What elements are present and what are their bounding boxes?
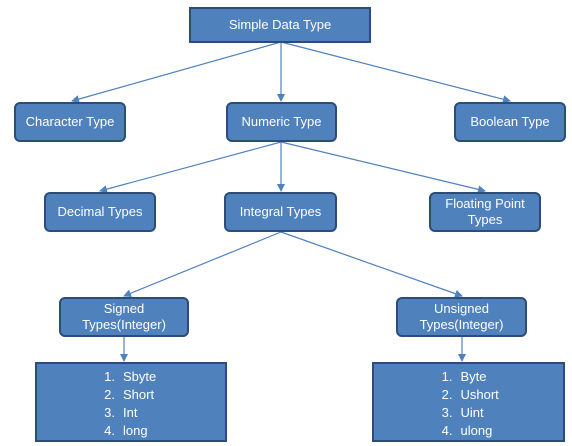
unsigned-types-list: 1. Byte 2. Ushort 3. Uint 4. ulong <box>372 362 565 442</box>
node-signed-types: Signed Types(Integer) <box>59 297 189 337</box>
list-item-number: 3. <box>441 405 453 420</box>
node-label: Simple Data Type <box>228 17 332 32</box>
node-boolean-type: Boolean Type <box>454 102 566 142</box>
connector-root-to-character <box>71 41 282 103</box>
list-item-number: 4. <box>104 423 115 438</box>
list-item-number: 3. <box>104 405 115 420</box>
connector-numeric-to-decimal <box>99 141 282 194</box>
node-label: Character Type <box>25 114 115 129</box>
list-item-label: Uint <box>460 405 484 420</box>
node-simple-data-type: Simple Data Type <box>189 7 371 43</box>
node-label: Signed Types(Integer) <box>82 301 166 332</box>
list-item-label: ulong <box>460 423 493 438</box>
list-item: 1. Byte <box>374 368 563 386</box>
list-item: 2. Short <box>37 386 225 404</box>
node-label: Unsigned Types(Integer) <box>419 301 504 332</box>
node-label: Decimal Types <box>57 204 143 219</box>
list-item: 2. Ushort <box>374 386 563 404</box>
connector-integral-to-unsigned <box>280 231 463 298</box>
list-item-label: Byte <box>460 369 487 384</box>
connector-numeric-to-floating <box>280 141 486 194</box>
node-label: Integral Types <box>239 204 322 219</box>
node-label: Floating Point Types <box>445 196 525 227</box>
list-item-number: 2. <box>104 387 115 402</box>
node-numeric-type: Numeric Type <box>226 102 337 142</box>
node-label: Numeric Type <box>241 114 322 129</box>
node-unsigned-types: Unsigned Types(Integer) <box>396 297 527 337</box>
list-item-number: 4. <box>441 423 453 438</box>
connector-integral-to-signed <box>123 231 282 298</box>
connector-root-to-boolean <box>280 41 511 104</box>
list-item-label: Ushort <box>460 387 499 402</box>
list-item-number: 1. <box>441 369 453 384</box>
list-item: 3. Int <box>37 404 225 422</box>
list-item: 1. Sbyte <box>37 368 225 386</box>
signed-types-list: 1. Sbyte 2. Short 3. Int 4. long <box>35 362 227 442</box>
node-character-type: Character Type <box>14 102 126 142</box>
list-item-label: long <box>123 423 148 438</box>
list-item: 4. ulong <box>374 422 563 440</box>
list-item-label: Short <box>123 387 155 402</box>
node-floating-point-types: Floating Point Types <box>429 192 541 232</box>
node-label: Boolean Type <box>470 114 550 129</box>
list-item-number: 2. <box>441 387 453 402</box>
list-item-number: 1. <box>104 369 115 384</box>
list-item-label: Sbyte <box>123 369 157 384</box>
node-decimal-types: Decimal Types <box>44 192 156 232</box>
list-item: 4. long <box>37 422 225 440</box>
list-item: 3. Uint <box>374 404 563 422</box>
node-integral-types: Integral Types <box>224 192 337 232</box>
list-item-label: Int <box>123 405 138 420</box>
